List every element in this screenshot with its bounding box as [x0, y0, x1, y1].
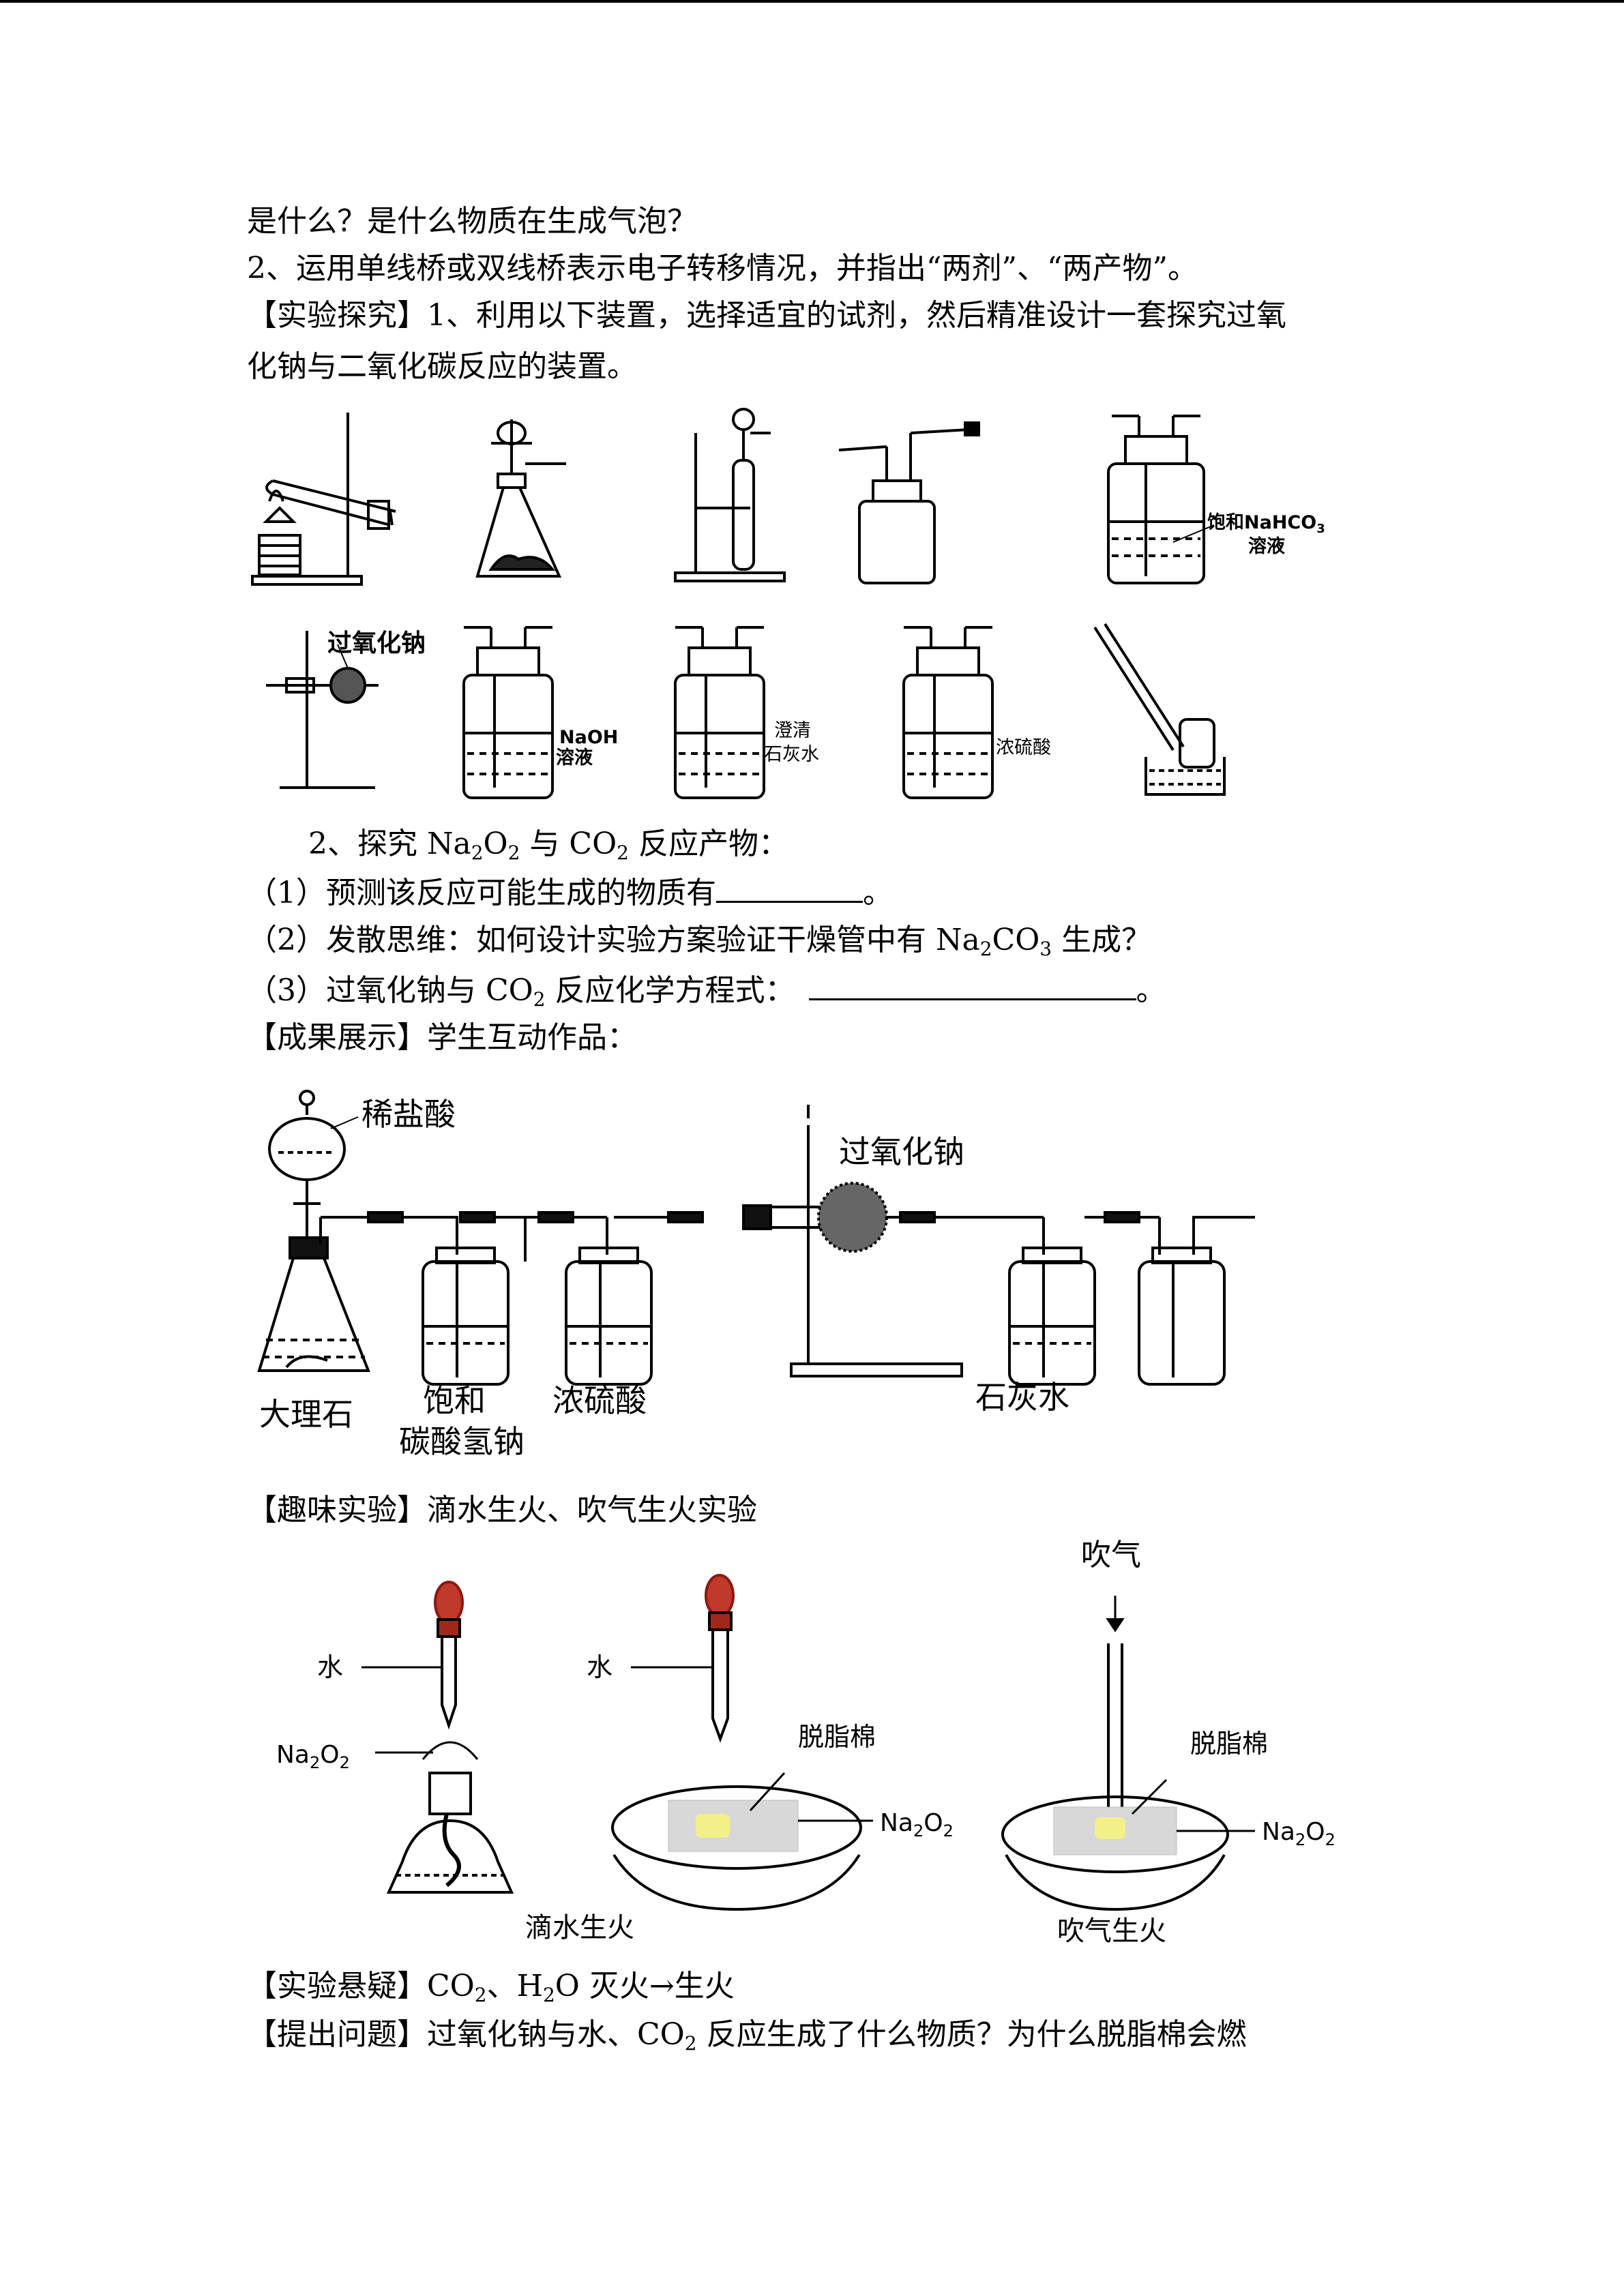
text-line-6: （1）预测该反应可能生成的物质有。 [247, 871, 893, 914]
na2o2-fun-label-3: Na2O2 [1262, 1818, 1335, 1849]
na2o2-fun-label-2: Na2O2 [880, 1809, 954, 1840]
naoh-wash-bottle [462, 626, 554, 799]
text-line-4: 化钠与二氧化碳反应的装置。 [247, 349, 637, 384]
text-line-12: 【提出问题】过氧化钠与水、CO2 反应生成了什么物质？为什么脱脂棉会燃 [247, 2017, 1247, 2055]
apparatus-row-2: 过氧化钠 NaOH 溶液 澄清 石灰水 浓硫酸 [266, 623, 1226, 799]
lime-label-1: 澄清 [774, 720, 811, 741]
drying-tube-stand [266, 631, 379, 789]
text-line-3: 【实验探究】1、利用以下装置，选择适宜的试剂，然后精准设计一套探究过氧 [247, 298, 1286, 333]
nahco3-wash-bottle [1107, 415, 1215, 584]
cotton-label-2: 脱脂棉 [1190, 1729, 1268, 1759]
h2so4-assembly-label: 浓硫酸 [552, 1382, 647, 1419]
text-line-5: 2、探究 Na2O2 与 CO2 反应产物： [308, 826, 788, 864]
nahco3-assembly-label-1: 饱和 [423, 1382, 486, 1419]
limewater-assembly-label: 石灰水 [975, 1379, 1069, 1416]
na2o2-label: 过氧化钠 [327, 629, 426, 657]
naoh-label-1: NaOH [559, 727, 618, 748]
text-line-11: 【实验悬疑】CO2、H2O 灭火→生火 [247, 1969, 735, 2006]
nahco3-assembly-label-2: 碳酸氢钠 [399, 1423, 525, 1460]
assembly-na2o2-label: 过氧化钠 [839, 1133, 964, 1170]
empty-gas-bottle [838, 421, 980, 584]
text-line-7: （2）发散思维：如何设计实验方案验证干燥管中有 Na2CO3 生成？ [247, 923, 1152, 960]
text-line-9: 【成果展示】学生互动作品： [247, 1020, 637, 1055]
water-trough-collection [1093, 623, 1226, 796]
text-line-1: 是什么？是什么物质在生成气泡？ [247, 204, 697, 239]
text-line-2: 2、运用单线桥或双线桥表示电子转移情况，并指出“两剂”、“两产物”。 [247, 251, 1198, 286]
text-line-8: （3）过氧化钠与 CO2 反应化学方程式：。 [247, 968, 1166, 1011]
blow-label: 吹气 [1081, 1538, 1141, 1572]
text-line-10: 【趣味实验】滴水生火、吹气生火实验 [247, 1493, 757, 1527]
top-border [0, 0, 1624, 3]
nahco3-label-2: 溶液 [1248, 535, 1285, 557]
nahco3-label-1: 饱和NaHCO3 [1207, 512, 1325, 536]
water-label-2: 水 [587, 1652, 612, 1682]
apparatus-row-1: 饱和NaHCO3 溶液 [251, 408, 1325, 586]
lime-label-2: 石灰水 [764, 744, 819, 765]
test-tube-stand [674, 408, 786, 582]
naoh-label-2: 溶液 [556, 747, 593, 769]
sulfuric-acid-wash-bottle [902, 626, 994, 799]
answer-blank-1[interactable] [716, 871, 863, 903]
hcl-label: 稀盐酸 [361, 1096, 456, 1133]
caption-drip-fire: 滴水生火 [525, 1912, 634, 1943]
cotton-label-1: 脱脂棉 [798, 1722, 876, 1752]
marble-label: 大理石 [259, 1396, 353, 1433]
caption-blow-fire: 吹气生火 [1057, 1915, 1166, 1947]
na2o2-fun-label-1: Na2O2 [276, 1741, 350, 1772]
flask-with-funnel [475, 419, 566, 578]
h2so4-label: 浓硫酸 [996, 737, 1051, 758]
fun-experiments: 水 Na2O2 水 脱脂棉 Na2O2 吹气 脱脂棉 Na2O2 滴水生火 吹气… [276, 1538, 1335, 1947]
heating-apparatus [251, 413, 396, 586]
assembled-apparatus: 稀盐酸 过氧化钠 大理石 饱和 碳酸氢钠 浓硫酸 石灰水 [257, 1090, 1255, 1460]
limewater-wash-bottle [674, 626, 765, 799]
water-label-1: 水 [317, 1652, 343, 1682]
answer-blank-2[interactable] [808, 968, 1136, 1000]
